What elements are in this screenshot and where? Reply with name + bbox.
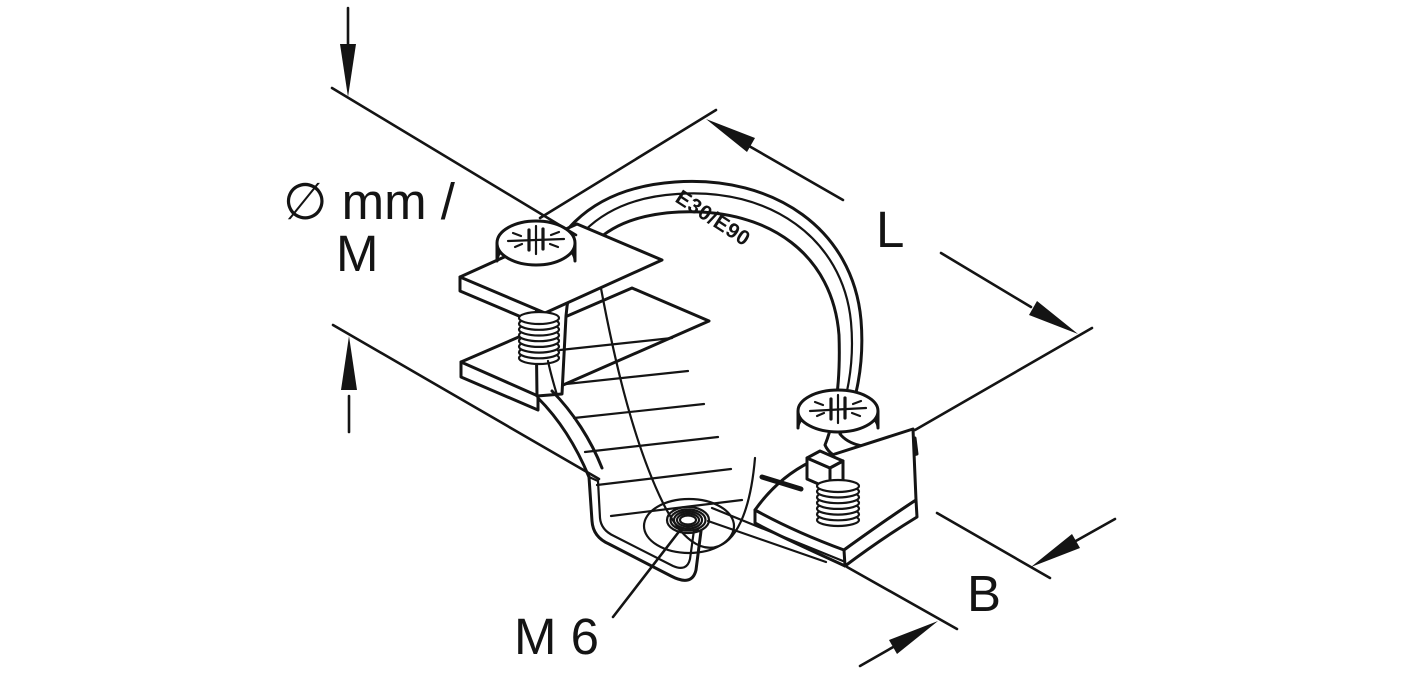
arrowhead-up [341, 336, 357, 390]
m6-thread-ring [672, 510, 704, 530]
dimension-diameter: ∅ mm / M [283, 6, 601, 481]
arrow-tail [858, 644, 897, 668]
channel-bottom-rail [706, 519, 828, 564]
dimension-line-segment [747, 144, 845, 202]
m6-thread-ring [675, 512, 701, 528]
extension-line-upper [935, 511, 1052, 580]
channel-front-inner [596, 479, 696, 569]
channel-bottom-rail [710, 506, 845, 563]
arrowhead-downleft [1031, 534, 1080, 567]
arrowhead-upleft [706, 119, 755, 152]
channel-front-outer [587, 475, 703, 582]
right-screw-threads [815, 478, 861, 528]
base-flange-right-front [842, 498, 919, 568]
thread-ring [517, 310, 561, 326]
extension-line-right [913, 326, 1094, 432]
bend-wall-inner [550, 389, 604, 470]
serration-line [583, 435, 720, 454]
channel-edge-cap [587, 475, 600, 483]
m6-thread-ring [678, 514, 698, 526]
arrowhead-down [340, 44, 356, 97]
left-screw-threads [517, 310, 561, 366]
extension-line-left [538, 108, 718, 220]
extension-line-bottom [331, 323, 601, 481]
m6-thread-ring [669, 508, 707, 532]
arrow-tail [1072, 517, 1117, 544]
bend-wall-outer [536, 396, 591, 479]
left-screw-assembly [458, 219, 664, 397]
phillips-recess-icon [808, 393, 868, 425]
base-flange-left-edge [753, 508, 847, 568]
diameter-label-line2: M [336, 225, 378, 282]
m6-thread-ring [665, 505, 711, 535]
serration-line [595, 467, 733, 487]
arrowhead-upright [889, 621, 938, 654]
length-label: L [876, 201, 904, 258]
thread-tail-line [546, 359, 559, 397]
thread-size-label: M 6 [514, 608, 599, 665]
base-left-plate-edge [459, 360, 540, 412]
width-label: B [967, 565, 1001, 622]
diameter-label-line1: ∅ mm / [283, 173, 456, 230]
m6-boss [642, 497, 736, 555]
thread-callout: M 6 [514, 527, 683, 665]
arrowhead-downright [1029, 301, 1078, 334]
extension-line-top [330, 86, 578, 237]
extension-line-lower [845, 565, 959, 631]
dimension-length: L [538, 108, 1094, 432]
strap-slot-line [759, 474, 804, 492]
clamp-body: E30/E90 [458, 179, 919, 582]
dimension-line-segment [939, 251, 1033, 309]
serration-line [558, 336, 674, 352]
right-screw-assembly [796, 388, 880, 528]
saddle-strap [534, 179, 919, 465]
thread-ring [815, 478, 861, 494]
base-left-plate-top [459, 286, 711, 398]
phillips-recess-icon [506, 224, 566, 256]
dimension-width: B [845, 511, 1117, 668]
m6-threaded-hole [642, 497, 736, 555]
serration-line [572, 402, 706, 420]
leader-line [611, 527, 683, 619]
serration-line [564, 369, 690, 386]
